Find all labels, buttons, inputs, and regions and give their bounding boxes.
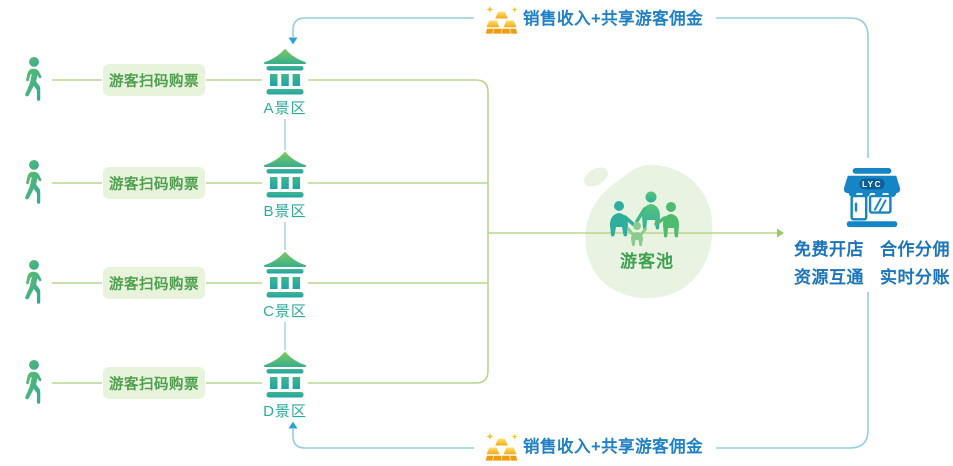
tourist-pool-family-icon [604, 190, 684, 248]
scenic-area-label: D景区 [263, 403, 307, 420]
ticket-scan-label: 游客扫码购票 [109, 376, 199, 393]
benefit-item: 实时分账 [880, 268, 950, 287]
tourist-icon [18, 359, 48, 406]
tourist-icon [18, 159, 48, 206]
benefit-item: 资源互通 [794, 268, 864, 287]
gold-ingots-icon [485, 4, 518, 37]
scenic-area-label: A景区 [263, 100, 307, 117]
ticket-scan-label: 游客扫码购票 [109, 176, 199, 193]
store-benefits: 免费开店 合作分佣 资源互通 实时分账 [794, 235, 950, 288]
tourist-icon [18, 259, 48, 306]
commission-top-label: 销售收入+共享游客佣金 [523, 10, 704, 28]
pool-output-arrowhead [777, 228, 784, 238]
ticket-scan-box: 游客扫码购票 [103, 367, 205, 399]
ticket-scan-label: 游客扫码购票 [109, 73, 199, 90]
commission-bottom-label: 销售收入+共享游客佣金 [523, 438, 704, 456]
ticket-scan-label: 游客扫码购票 [109, 276, 199, 293]
tourist-pool-label: 游客池 [620, 252, 674, 271]
scenic-area-icon [262, 252, 308, 298]
benefit-item: 免费开店 [794, 240, 864, 259]
ticket-scan-box: 游客扫码购票 [103, 167, 205, 199]
pool-blob-leaf [584, 167, 608, 187]
gold-ingots-icon [485, 431, 518, 464]
ticket-scan-box: 游客扫码购票 [103, 267, 205, 299]
pool-blob [585, 164, 713, 299]
benefit-item: 合作分佣 [880, 240, 950, 259]
scenic-area-icon [262, 49, 308, 95]
commission-bottom-arrowhead [288, 421, 298, 429]
commission-path-bottom [292, 292, 869, 449]
tourist-icon [18, 56, 48, 103]
commission-path-top [292, 17, 869, 158]
store-sign-text: LYC [862, 180, 882, 189]
scenic-area-label: C景区 [263, 303, 307, 320]
commission-top-arrowhead [288, 37, 298, 45]
scenic-area-icon [262, 352, 308, 398]
storefront-icon: LYC [836, 167, 908, 229]
scenic-area-label: B景区 [263, 203, 307, 220]
merge-bracket [308, 79, 489, 384]
ticket-scan-box: 游客扫码购票 [103, 64, 205, 96]
scenic-area-icon [262, 152, 308, 198]
